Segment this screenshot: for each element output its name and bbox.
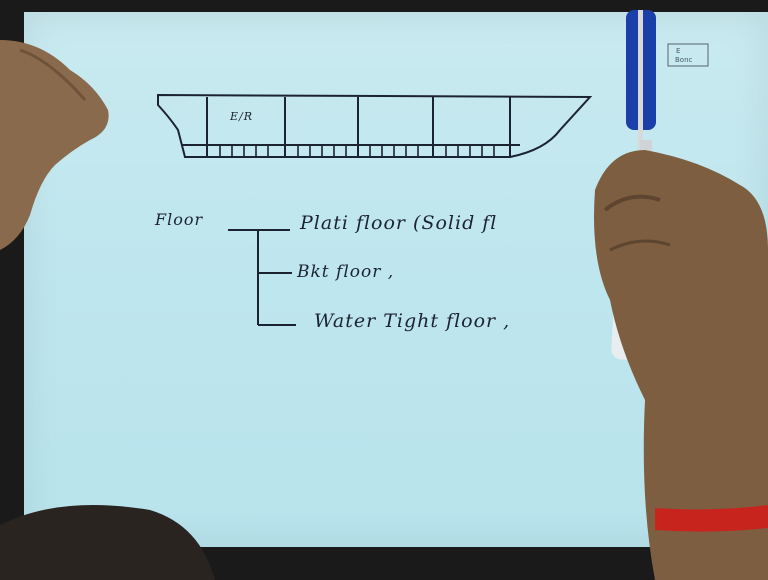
floor-heading: Floor <box>155 210 204 229</box>
corner-note-line2: Bonc <box>675 56 693 64</box>
right-hand-icon <box>594 150 768 580</box>
corner-note-line1: E <box>676 47 681 55</box>
floor-tree-lines <box>228 229 296 326</box>
presenter-head <box>0 505 215 580</box>
watertight-floor-label: Water Tight floor , <box>314 310 511 332</box>
wristband-icon <box>655 505 768 532</box>
ship-er-label: E/R <box>230 110 254 123</box>
left-hand-icon <box>0 40 109 250</box>
plate-floor-label: Plati floor (Solid fl <box>300 212 498 234</box>
bracket-floor-label: Bkt floor , <box>297 262 395 282</box>
